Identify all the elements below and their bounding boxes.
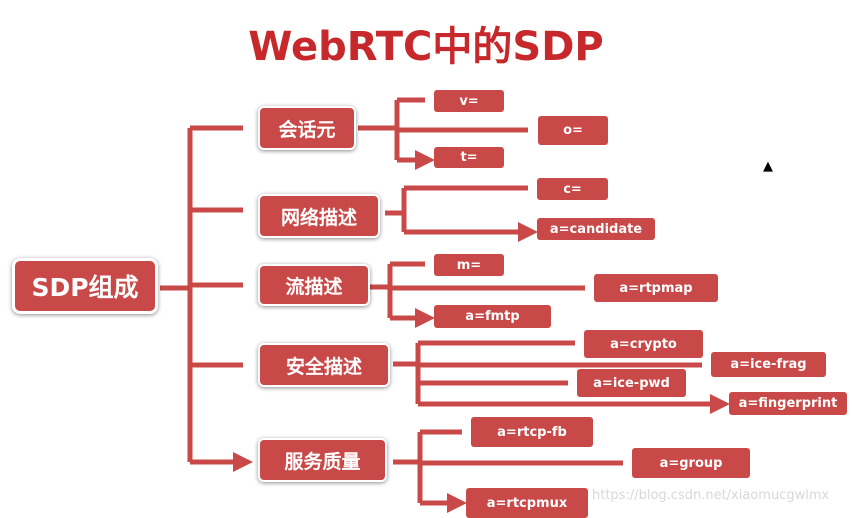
leaf-t: t= bbox=[434, 147, 504, 168]
leaf-ice-pwd: a=ice-pwd bbox=[577, 369, 686, 397]
leaf-v: v= bbox=[434, 90, 504, 112]
leaf-ice-frag: a=ice-frag bbox=[711, 352, 826, 377]
leaf-rtcp-fb: a=rtcp-fb bbox=[471, 417, 593, 447]
leaf-group: a=group bbox=[632, 448, 750, 478]
leaf-m: m= bbox=[434, 254, 504, 276]
node-security: 安全描述 bbox=[258, 343, 390, 387]
root-node: SDP组成 bbox=[12, 258, 158, 314]
leaf-candidate: a=candidate bbox=[537, 218, 655, 240]
leaf-fmtp: a=fmtp bbox=[434, 305, 551, 328]
leaf-rtpmap: a=rtpmap bbox=[594, 274, 718, 302]
node-stream: 流描述 bbox=[258, 264, 370, 306]
leaf-crypto: a=crypto bbox=[584, 330, 703, 358]
watermark: https://blog.csdn.net/xiaomucgwlmx bbox=[592, 488, 830, 503]
node-session: 会话元 bbox=[258, 106, 356, 150]
leaf-o: o= bbox=[538, 116, 608, 145]
leaf-rtcpmux: a=rtcpmux bbox=[466, 488, 588, 518]
node-network: 网络描述 bbox=[258, 194, 380, 238]
diagram-title: WebRTC中的SDP bbox=[248, 24, 604, 70]
node-qos: 服务质量 bbox=[258, 438, 387, 482]
mouse-cursor-icon: ▲ bbox=[763, 159, 773, 174]
leaf-c: c= bbox=[537, 178, 608, 200]
leaf-fingerprint: a=fingerprint bbox=[729, 392, 847, 415]
